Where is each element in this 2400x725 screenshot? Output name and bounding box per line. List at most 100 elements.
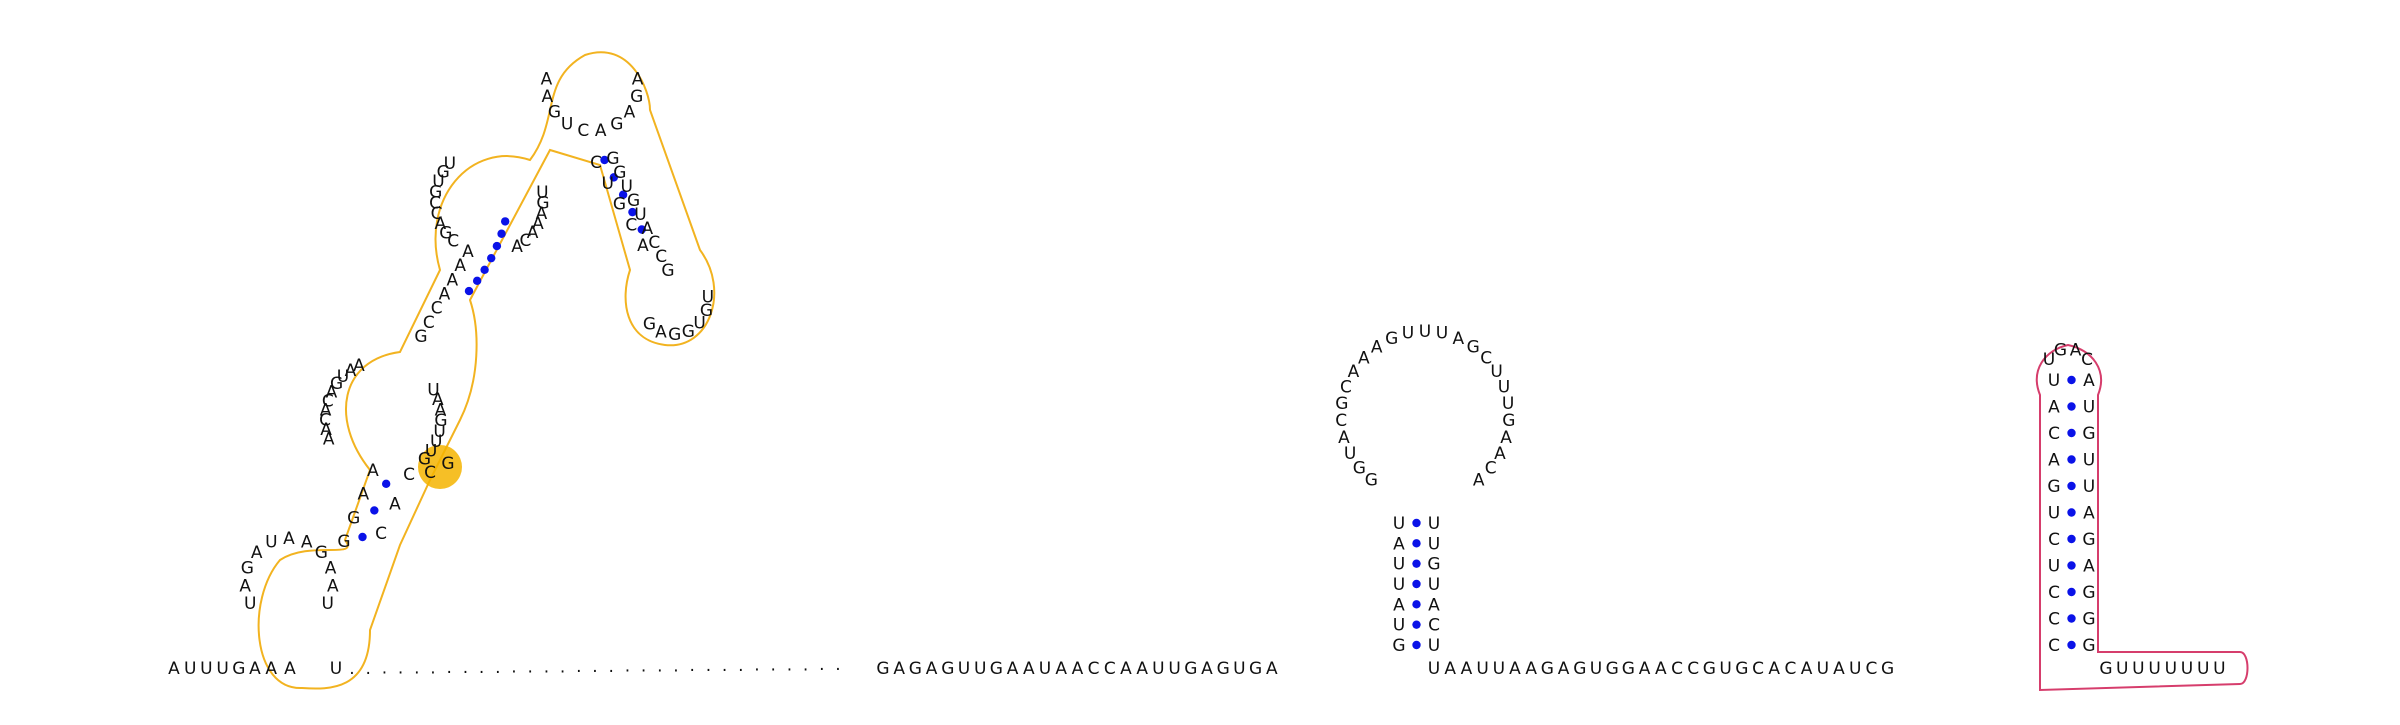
nucleotide: G — [2047, 477, 2060, 497]
nucleotide: G — [434, 411, 447, 431]
base-pair-dot — [2067, 428, 2076, 438]
base-pair-dot — [2067, 402, 2076, 411]
nucleotide: . — [576, 657, 581, 677]
nucleotide: G — [2054, 340, 2067, 360]
nucleotide: . — [608, 657, 613, 677]
base-pair-dot — [1412, 600, 1421, 609]
nucleotide: U — [1428, 534, 1440, 554]
base-pair-dot — [2067, 481, 2076, 491]
base-pair-dot — [1412, 579, 1421, 589]
nucleotide: A — [1509, 659, 1521, 679]
nucleotide: U — [430, 432, 442, 452]
nucleotide: G — [1735, 659, 1748, 679]
nucleotide: A — [462, 242, 474, 262]
nucleotide: . — [835, 655, 840, 675]
nucleotide: U — [1402, 324, 1414, 344]
nucleotide: U — [1393, 514, 1405, 534]
nucleotide: G — [2082, 636, 2095, 656]
nucleotide: A — [527, 223, 539, 243]
nucleotide: U — [1344, 444, 1356, 464]
nucleotide: A — [1266, 659, 1278, 679]
base-pair-dot — [1412, 539, 1421, 548]
nucleotide: U — [536, 183, 548, 203]
nucleotide: U — [1419, 322, 1431, 342]
nucleotide: . — [560, 657, 565, 677]
nucleotide: G — [627, 191, 640, 211]
nucleotide: G — [2082, 424, 2095, 444]
nucleotide: U — [1039, 659, 1051, 679]
nucleotide: G — [700, 301, 713, 321]
nucleotide: A — [1023, 659, 1035, 679]
nucleotide: A — [283, 529, 295, 549]
nucleotide: C — [2081, 350, 2093, 370]
nucleotide: A — [2083, 557, 2095, 577]
nucleotide: A — [655, 322, 667, 342]
nucleotide: C — [319, 410, 331, 430]
nucleotide: U — [702, 287, 714, 307]
nucleotide: . — [446, 658, 451, 678]
nucleotide: . — [349, 659, 354, 679]
nucleotide: G — [876, 659, 889, 679]
nucleotide: U — [337, 367, 349, 387]
nucleotide: A — [2048, 451, 2060, 471]
nucleotide: C — [429, 193, 441, 213]
nucleotide: G — [315, 543, 328, 563]
nucleotide: A — [435, 401, 447, 421]
nucleotide: A — [358, 485, 370, 505]
nucleotide: G — [1335, 394, 1348, 414]
base-pair-dot — [464, 286, 474, 296]
nucleotide: A — [325, 559, 337, 579]
nucleotide: . — [657, 656, 662, 676]
nucleotide: A — [1072, 659, 1084, 679]
nucleotide: G — [330, 374, 343, 394]
base-pair-dot — [618, 190, 628, 199]
nucleotide: U — [2197, 659, 2209, 679]
nucleotide: G — [439, 223, 452, 243]
nucleotide: G — [1184, 659, 1197, 679]
base-pair-dot — [2067, 587, 2076, 597]
nucleotide: C — [1485, 458, 1497, 478]
nucleotide: C — [2048, 530, 2060, 550]
nucleotide: U — [1393, 555, 1405, 575]
nucleotide: A — [1371, 337, 1383, 357]
nucleotide: A — [1525, 659, 1537, 679]
nucleotide: A — [434, 214, 446, 234]
nucleotide: A — [168, 659, 180, 679]
nucleotide: C — [1335, 411, 1347, 431]
nucleotide: . — [414, 658, 419, 678]
nucleotide: C — [1340, 377, 1352, 397]
nucleotide: U — [2165, 659, 2177, 679]
nucleotide: G — [1427, 555, 1440, 575]
nucleotide: G — [1217, 659, 1230, 679]
nucleotide: C — [590, 153, 602, 173]
nucleotide: G — [536, 193, 549, 213]
nucleotide: U — [602, 174, 614, 194]
nucleotide: A — [632, 69, 644, 89]
base-pair-dot — [1412, 620, 1421, 629]
nucleotide: A — [1494, 444, 1506, 464]
base-pair-dot — [1412, 559, 1421, 568]
nucleotide: A — [1201, 659, 1213, 679]
nucleotide: G — [1703, 659, 1716, 679]
nucleotide: U — [433, 422, 445, 442]
base-pair-dot — [358, 532, 367, 542]
base-pair-dot — [472, 276, 482, 286]
nucleotide: U — [561, 115, 573, 135]
nucleotide: U — [216, 659, 228, 679]
nucleotide: U — [184, 659, 196, 679]
nucleotide: C — [1865, 659, 1877, 679]
nucleotide: U — [2116, 659, 2128, 679]
nucleotide: U — [1498, 377, 1510, 397]
nucleotide: U — [621, 177, 633, 197]
nucleotide: U — [1428, 575, 1440, 595]
nucleotide: U — [244, 594, 256, 614]
nucleotide: . — [382, 659, 387, 679]
nucleotide: C — [1687, 659, 1699, 679]
nucleotide: C — [1671, 659, 1683, 679]
nucleotide: G — [232, 659, 245, 679]
nucleotide: A — [532, 214, 544, 234]
nucleotide: U — [265, 533, 277, 553]
nucleotide: . — [625, 657, 630, 677]
nucleotide: A — [265, 659, 277, 679]
nucleotide: C — [403, 465, 415, 485]
